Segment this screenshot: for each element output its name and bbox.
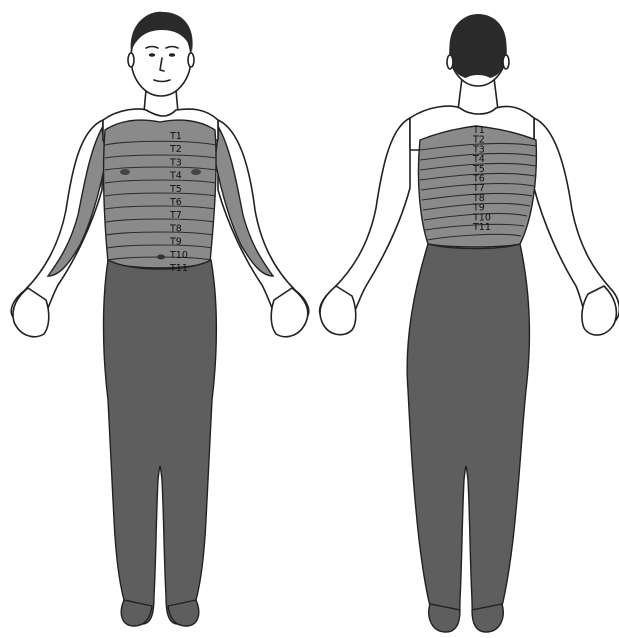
back-ear-right	[503, 55, 509, 69]
front-label-t11: T11	[169, 263, 188, 274]
front-label-t1: T1	[169, 131, 182, 142]
front-figure	[11, 12, 308, 626]
front-lower-body	[104, 260, 217, 624]
front-nipple-left	[191, 169, 201, 175]
back-label-t11: T11	[472, 222, 491, 233]
front-label-t10: T10	[169, 250, 188, 261]
front-nipple-right	[120, 169, 130, 175]
back-figure	[320, 14, 619, 632]
front-label-t9: T9	[169, 237, 182, 248]
back-lower-body	[407, 244, 529, 630]
front-label-t7: T7	[169, 210, 182, 221]
back-hair	[449, 14, 506, 78]
front-label-t2: T2	[169, 144, 182, 155]
front-label-t4: T4	[169, 171, 182, 182]
front-label-t5: T5	[169, 184, 182, 195]
front-navel	[157, 255, 165, 260]
front-label-t8: T8	[169, 223, 182, 234]
front-label-t6: T6	[169, 197, 182, 208]
front-label-t3: T3	[169, 157, 182, 168]
back-ear-left	[447, 55, 453, 69]
